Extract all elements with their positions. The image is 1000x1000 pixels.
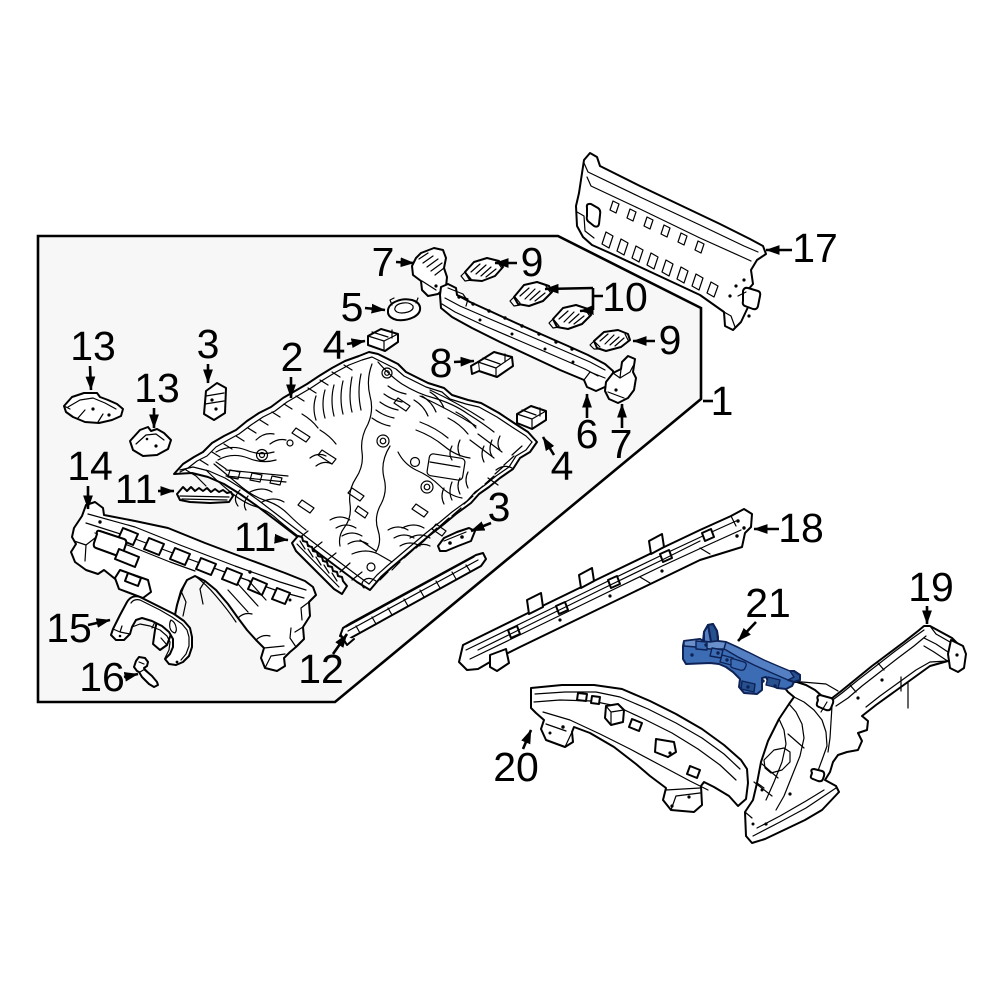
svg-text:3: 3 bbox=[488, 484, 511, 530]
svg-text:17: 17 bbox=[792, 225, 838, 271]
svg-text:6: 6 bbox=[576, 411, 599, 457]
svg-text:3: 3 bbox=[197, 321, 220, 367]
svg-text:16: 16 bbox=[79, 654, 125, 700]
svg-text:13: 13 bbox=[134, 365, 180, 411]
svg-text:11: 11 bbox=[234, 514, 277, 560]
svg-text:5: 5 bbox=[341, 284, 364, 330]
svg-text:7: 7 bbox=[372, 239, 395, 285]
svg-text:4: 4 bbox=[323, 322, 346, 368]
svg-text:9: 9 bbox=[521, 239, 544, 285]
svg-text:13: 13 bbox=[70, 323, 116, 369]
svg-text:15: 15 bbox=[46, 605, 92, 651]
svg-text:12: 12 bbox=[298, 646, 344, 692]
svg-text:10: 10 bbox=[602, 274, 648, 320]
svg-text:20: 20 bbox=[493, 744, 539, 790]
svg-text:21: 21 bbox=[745, 580, 791, 626]
svg-text:8: 8 bbox=[430, 340, 453, 386]
svg-text:19: 19 bbox=[908, 564, 954, 610]
svg-text:14: 14 bbox=[67, 443, 113, 489]
svg-text:7: 7 bbox=[610, 421, 633, 467]
svg-text:1: 1 bbox=[711, 378, 734, 424]
svg-text:2: 2 bbox=[281, 334, 304, 380]
svg-text:18: 18 bbox=[778, 505, 824, 551]
svg-text:11: 11 bbox=[115, 466, 158, 512]
svg-text:9: 9 bbox=[659, 317, 682, 363]
svg-text:4: 4 bbox=[551, 443, 574, 489]
